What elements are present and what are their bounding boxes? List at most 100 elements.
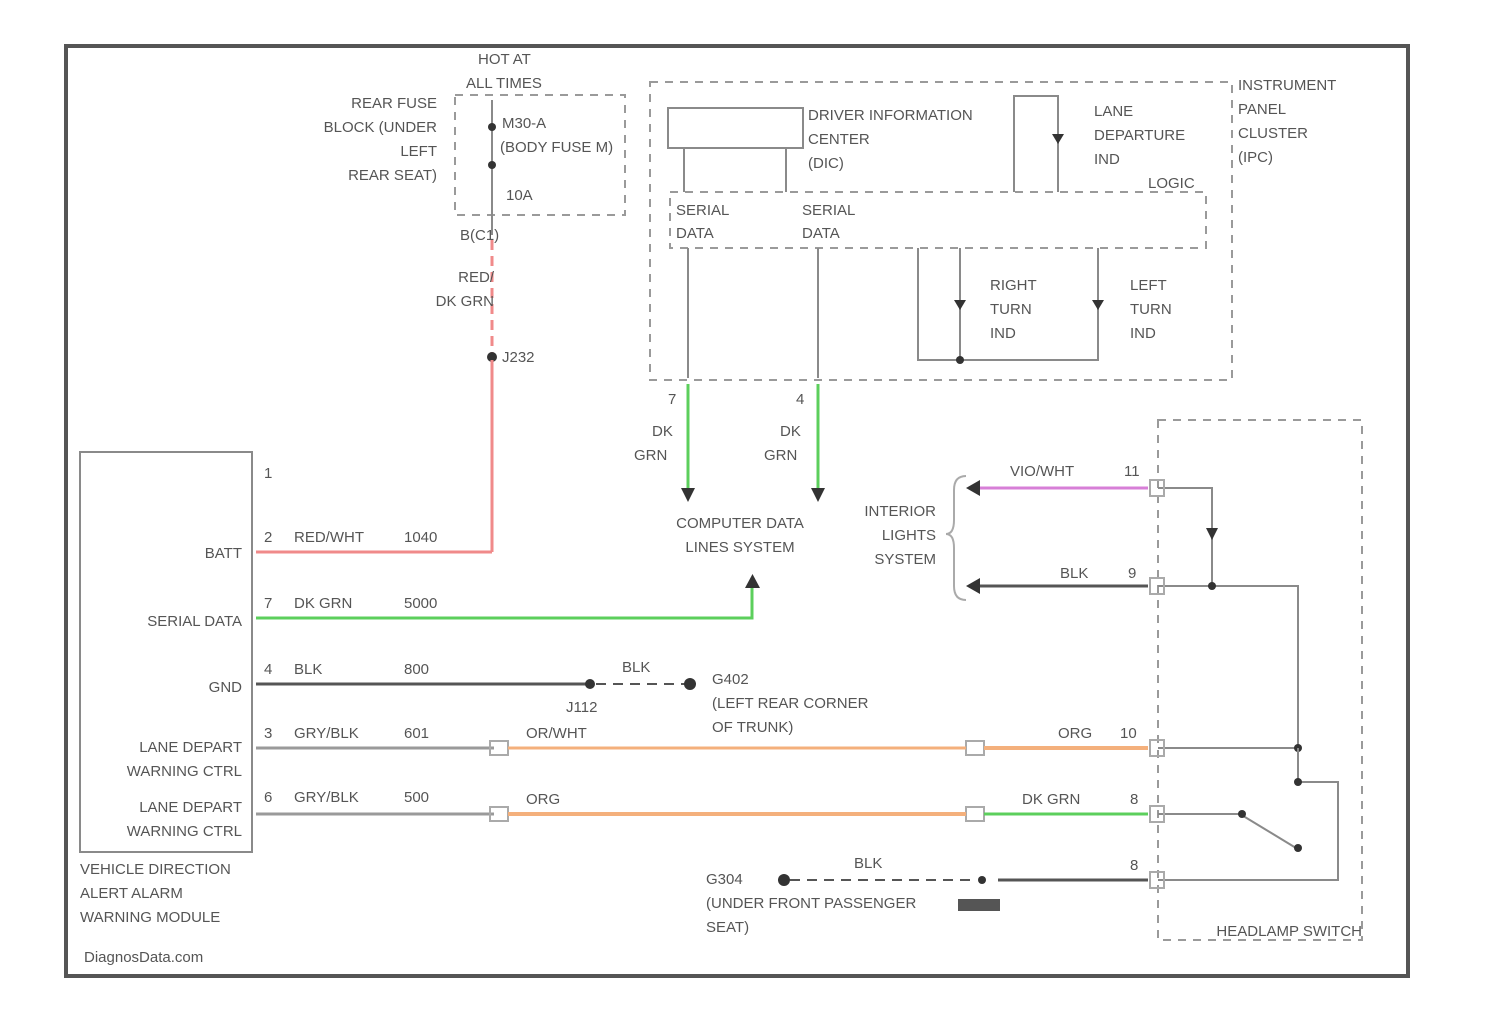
pin-ldw2-label-a: LANE DEPART (139, 799, 242, 816)
lane-wires: OR/WHT ORG ORG DK GRN 10 8 8 (490, 725, 1148, 874)
pin-8b: 8 (1130, 857, 1138, 874)
pin-4-num: 4 (264, 661, 272, 678)
logic-box (670, 192, 1206, 248)
pin-3-color: GRY/BLK (294, 725, 359, 742)
dkgrn-wire-label: DK GRN (436, 293, 494, 310)
fuse-block-line3: LEFT (400, 143, 437, 160)
serial-data-1b: DATA (676, 225, 714, 242)
ipc-wire2-b: GRN (764, 447, 797, 464)
pin-6-num: 6 (264, 789, 272, 806)
pin-batt-label: BATT (205, 545, 242, 562)
g304-label: G304 (706, 871, 743, 888)
fuse-name-2: (BODY FUSE M) (500, 139, 613, 156)
module-title-2: ALERT ALARM (80, 885, 183, 902)
blk-int-label: BLK (1060, 565, 1088, 582)
pin-2-num: 2 (264, 529, 272, 546)
pin-ldw2-label-b: WARNING CTRL (127, 823, 242, 840)
left-turn-1: LEFT (1130, 277, 1167, 294)
all-times-label: ALL TIMES (466, 75, 542, 92)
module-box (80, 452, 252, 852)
ipc-wire1-a: DK (652, 423, 673, 440)
pin-ldw1-label-b: WARNING CTRL (127, 763, 242, 780)
pin-1-num: 1 (264, 465, 272, 482)
pin-serial-label: SERIAL DATA (147, 613, 242, 630)
left-turn-2: TURN (1130, 301, 1172, 318)
logic-label: LOGIC (1148, 175, 1195, 192)
ground-blk-2: BLK (854, 855, 882, 872)
g402-label: G402 (712, 671, 749, 688)
pin-3-num: 3 (264, 725, 272, 742)
module-title-1: VEHICLE DIRECTION (80, 861, 231, 878)
pin-7-color: DK GRN (294, 595, 352, 612)
pin-6-circuit: 500 (404, 789, 429, 806)
ipc-title-1: INSTRUMENT (1238, 77, 1336, 94)
interior-2: LIGHTS (882, 527, 936, 544)
splice-j232: J232 (502, 349, 535, 366)
ipc-pin-4: 4 (796, 391, 804, 408)
red-wire-label: RED/ (458, 269, 495, 286)
dic-label-1: DRIVER INFORMATION (808, 107, 973, 124)
dic-label-3: (DIC) (808, 155, 844, 172)
fuse-section: HOT AT ALL TIMES REAR FUSE BLOCK (UNDER … (324, 51, 625, 552)
pin-10: 10 (1120, 725, 1137, 742)
right-turn-1: RIGHT (990, 277, 1037, 294)
ground-blk-1: BLK (622, 659, 650, 676)
org-label: ORG (526, 791, 560, 808)
left-turn-3: IND (1130, 325, 1156, 342)
hot-at-label: HOT AT (478, 51, 531, 68)
fuse-rating: 10A (506, 187, 533, 204)
ipc-title-2: PANEL (1238, 101, 1286, 118)
diagram-frame (66, 46, 1408, 976)
g304-loc-2: SEAT) (706, 919, 749, 936)
ipc-title-4: (IPC) (1238, 149, 1273, 166)
pin-ldw1-label-a: LANE DEPART (139, 739, 242, 756)
pin-4-color: BLK (294, 661, 322, 678)
g402-loc-1: (LEFT REAR CORNER (712, 695, 869, 712)
pin-8a: 8 (1130, 791, 1138, 808)
lane-ind-1: LANE (1094, 103, 1133, 120)
dkgrn-r-label: DK GRN (1022, 791, 1080, 808)
g402-loc-2: OF TRUNK) (712, 719, 793, 736)
pin-3-circuit: 601 (404, 725, 429, 742)
headlamp-box (1158, 420, 1362, 940)
fuse-block-line1: REAR FUSE (351, 95, 437, 112)
headlamp-switch: HEADLAMP SWITCH (1150, 420, 1362, 940)
interior-3: SYSTEM (874, 551, 936, 568)
interior-section: INTERIOR LIGHTS SYSTEM VIO/WHT BLK 11 9 (864, 463, 1148, 600)
pin-7-num: 7 (264, 595, 272, 612)
pin-9: 9 (1128, 565, 1136, 582)
lane-ind-3: IND (1094, 151, 1120, 168)
org-r-label: ORG (1058, 725, 1092, 742)
watermark: DiagnosData.com (84, 949, 203, 966)
g304-loc-1: (UNDER FRONT PASSENGER (706, 895, 916, 912)
pin-2-color: RED/WHT (294, 529, 364, 546)
right-turn-3: IND (990, 325, 1016, 342)
ipc-wire1-b: GRN (634, 447, 667, 464)
pin-4-circuit: 800 (404, 661, 429, 678)
pin-11: 11 (1124, 463, 1140, 480)
right-turn-2: TURN (990, 301, 1032, 318)
lane-ind-2: DEPARTURE (1094, 127, 1185, 144)
fuse-block-line4: REAR SEAT) (348, 167, 437, 184)
serial-data-1a: SERIAL (676, 202, 729, 219)
dic-label-2: CENTER (808, 131, 870, 148)
pin-gnd-label: GND (209, 679, 243, 696)
headlamp-label: HEADLAMP SWITCH (1216, 923, 1362, 940)
fuse-name-1: M30-A (502, 115, 546, 132)
org-wht-label: OR/WHT (526, 725, 587, 742)
module-title-3: WARNING MODULE (80, 909, 220, 926)
module-section: VEHICLE DIRECTION ALERT ALARM WARNING MO… (80, 452, 752, 926)
ipc-wire2-a: DK (780, 423, 801, 440)
fuse-block-line2: BLOCK (UNDER (324, 119, 438, 136)
ipc-title-3: CLUSTER (1238, 125, 1308, 142)
pin-2-circuit: 1040 (404, 529, 437, 546)
dic-display-box (668, 108, 803, 148)
ipc-section: INSTRUMENT PANEL CLUSTER (IPC) DRIVER IN… (634, 77, 1336, 502)
splice-j112: J112 (566, 699, 597, 716)
computer-data-2: LINES SYSTEM (685, 539, 794, 556)
serial-data-2a: SERIAL (802, 202, 855, 219)
ipc-pin-7: 7 (668, 391, 676, 408)
pin-7-circuit: 5000 (404, 595, 437, 612)
violet-label: VIO/WHT (1010, 463, 1074, 480)
